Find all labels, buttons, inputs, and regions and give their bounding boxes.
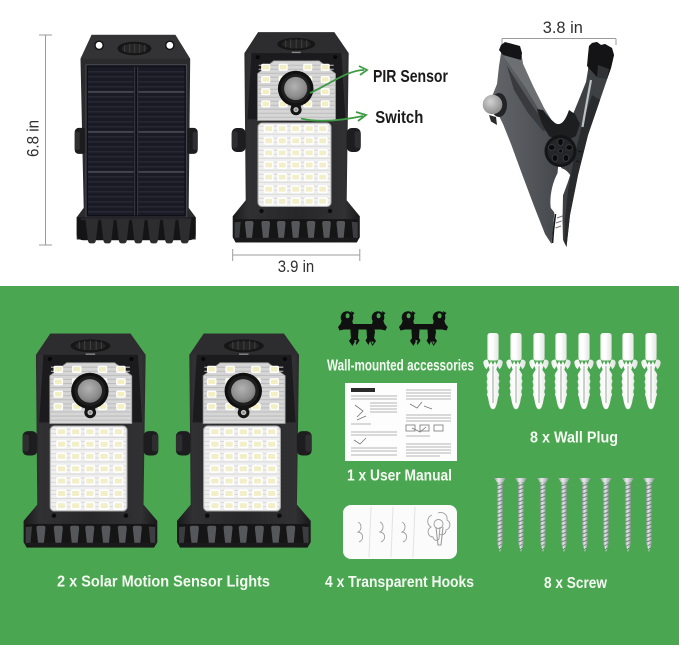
svg-text:Wall-mounted accessories: Wall-mounted accessories xyxy=(327,358,474,375)
svg-text:8 x Screw: 8 x Screw xyxy=(544,575,608,592)
svg-text:8 x Wall Plug: 8 x Wall Plug xyxy=(530,430,618,447)
svg-text:3.9 in: 3.9 in xyxy=(278,258,315,276)
svg-text:3.8 in: 3.8 in xyxy=(543,18,583,37)
svg-text:Switch: Switch xyxy=(375,107,423,127)
svg-text:4 x Transparent Hooks: 4 x Transparent Hooks xyxy=(325,574,474,591)
svg-text:6.8 in: 6.8 in xyxy=(24,120,43,157)
svg-text:2 x Solar Motion Sensor Lights: 2 x Solar Motion Sensor Lights xyxy=(57,574,270,591)
svg-text:PIR Sensor: PIR Sensor xyxy=(373,66,448,86)
svg-text:1 x User Manual: 1 x User Manual xyxy=(347,468,452,485)
